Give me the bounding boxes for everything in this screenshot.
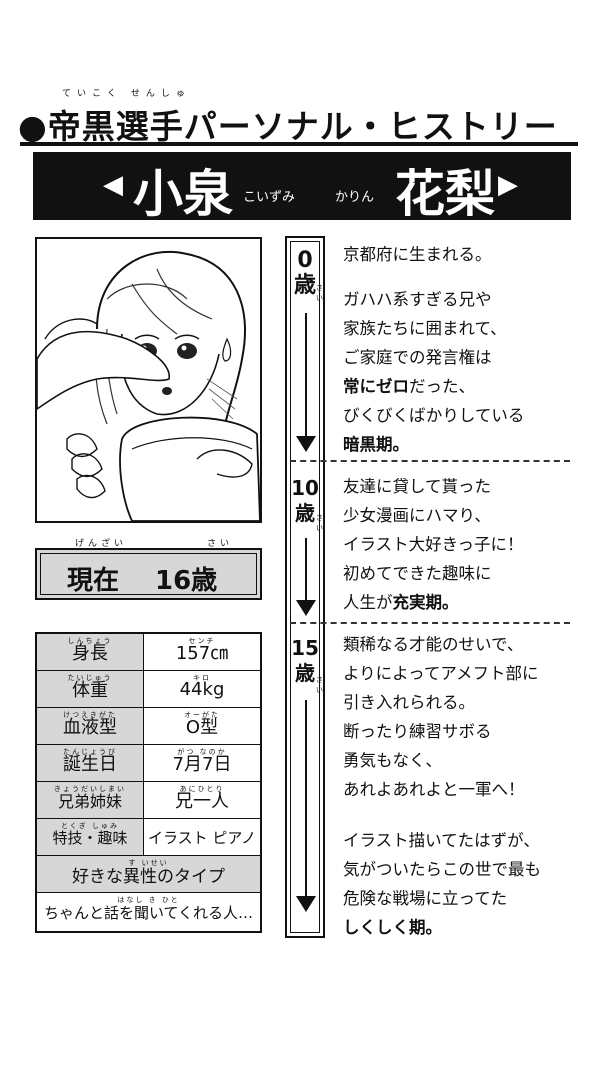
story-line: しくしく期。 — [343, 918, 442, 937]
story-line: 京都府に生まれる。 — [343, 245, 492, 264]
header-furigana: ていこく せんしゅ — [62, 89, 191, 99]
current-age-value-furigana: さい — [207, 539, 234, 549]
favorite-type-heading-furigana: す いせい — [128, 859, 169, 867]
profile-key: 兄弟姉妹 — [57, 792, 122, 811]
header-rule — [20, 142, 578, 146]
story-line: 気がついたらこの世で最も — [343, 860, 541, 879]
story-age-15: 類稀なる才能のせいで、 よりによってアメフト部に 引き入れられる。 断ったり練習… — [343, 630, 541, 942]
story-line: 初めてできた趣味に — [343, 564, 492, 583]
current-age-box: げんざい 現在 さい 16歳 — [35, 539, 262, 600]
page-title: ●帝黒選手パーソナル・ヒストリー — [18, 107, 558, 146]
story-line: 常にゼロだった、 — [343, 377, 475, 396]
profile-value-furigana: オーがた — [184, 711, 220, 719]
profile-key: 血液型 — [63, 717, 117, 738]
story-line: 暗黒期。 — [343, 435, 409, 454]
profile-key: 身長 — [72, 643, 108, 664]
profile-key-furigana: たんじょうび — [63, 748, 117, 756]
profile-value: イラスト ピアノ — [147, 828, 257, 847]
timeline-age-10-furigana: さい — [316, 514, 323, 532]
current-age-value: 16歳 — [155, 566, 218, 596]
story-line: よりによってアメフト部に — [343, 664, 539, 683]
timeline-age-0-furigana: さい — [316, 284, 323, 302]
story-line: イラスト描いてたはずが、 — [343, 831, 540, 850]
given-name: 花梨 — [395, 165, 495, 223]
story-line: びくびくばかりしている — [343, 406, 525, 425]
profile-key: 特技・趣味 — [52, 828, 128, 847]
profile-key-furigana: しんちょう — [67, 637, 113, 645]
story-line: 少女漫画にハマり、 — [343, 506, 491, 525]
left-triangle-icon: ◀ — [103, 170, 123, 200]
timeline-arrow-line — [305, 700, 307, 900]
profile-value: 44kg — [179, 678, 225, 700]
current-age-label-furigana: げんざい — [75, 539, 128, 549]
favorite-type-heading: す いせい 好きな異性のタイプ — [37, 856, 260, 893]
profile-value-furigana: キロ — [193, 674, 211, 682]
timeline-arrow-line — [305, 538, 307, 604]
section-divider — [290, 622, 570, 624]
story-line: 勇気もなく、 — [343, 751, 442, 770]
profile-key-furigana: とくぎ しゅみ — [60, 822, 119, 830]
current-age-label: 現在 — [67, 566, 120, 596]
story-line: イラスト大好きっ子に！ — [343, 535, 524, 554]
girl-portrait-icon — [37, 239, 260, 521]
favorite-type-value-furigana: はなし き ひと — [117, 896, 180, 904]
timeline-age-15-furigana: さい — [316, 676, 323, 694]
profile-key-furigana: きょうだいしまい — [54, 785, 126, 793]
profile-value: 兄一人 — [175, 791, 229, 812]
favorite-type-value-text: ちゃんと話を聞いてくれる人… — [43, 903, 254, 922]
timeline-arrow-line — [305, 313, 307, 441]
profile-key-furigana: たいじゅう — [67, 674, 113, 682]
profile-key-furigana: けつえきがた — [63, 711, 117, 719]
profile-value: O型 — [185, 717, 219, 738]
favorite-type-heading-text: 好きな異性のタイプ — [72, 866, 225, 887]
story-line: ガハハ系すぎる兄や — [343, 290, 492, 309]
story-line: 類稀なる才能のせいで、 — [343, 635, 524, 654]
section-divider — [290, 460, 570, 462]
story-line: あれよあれよと一軍へ！ — [343, 780, 525, 799]
profile-value: 157㎝ — [175, 643, 229, 664]
right-triangle-icon: ▶ — [498, 170, 518, 200]
favorite-type-value: はなし き ひと ちゃんと話を聞いてくれる人… — [37, 893, 260, 931]
story-age-0: 京都府に生まれる。 ガハハ系すぎる兄や 家族たちに囲まれて、 ご家庭での発言権は… — [343, 240, 524, 459]
profile-row-siblings: きょうだいしまい兄弟姉妹 あにひとり兄一人 — [37, 782, 260, 819]
down-arrow-icon — [296, 896, 316, 912]
story-line: 引き入れられる。 — [343, 693, 475, 712]
story-line: 家族たちに囲まれて、 — [343, 319, 507, 338]
story-line: ご家庭での発言権は — [343, 348, 492, 367]
profile-key: 誕生日 — [63, 754, 117, 775]
profile-value-furigana: あにひとり — [179, 785, 225, 793]
story-line: 断ったり練習サボる — [343, 722, 492, 741]
profile-value-furigana: センチ — [188, 637, 216, 645]
portrait-illustration — [35, 237, 262, 523]
name-banner: ◀ 小泉 こいずみ かりん 花梨 ▶ — [33, 152, 571, 223]
down-arrow-icon — [296, 436, 316, 452]
profile-value-furigana: がつ なのか — [177, 748, 227, 756]
story-age-10: 友達に貸して貰った 少女漫画にハマり、 イラスト大好きっ子に！ 初めてできた趣味… — [343, 472, 524, 617]
down-arrow-icon — [296, 600, 316, 616]
profile-value: 7月7日 — [172, 754, 232, 775]
given-name-reading: かりん — [335, 190, 375, 205]
story-line: 友達に貸して貰った — [343, 477, 492, 496]
profile-key: 体重 — [72, 680, 108, 701]
profile-row-hobbies: とくぎ しゅみ特技・趣味 イラスト ピアノ — [37, 819, 260, 856]
family-name: 小泉 — [133, 165, 233, 223]
family-name-reading: こいずみ — [243, 190, 296, 205]
story-line: 危険な戦場に立ってた — [343, 889, 508, 908]
story-line: 人生が充実期。 — [343, 593, 459, 612]
